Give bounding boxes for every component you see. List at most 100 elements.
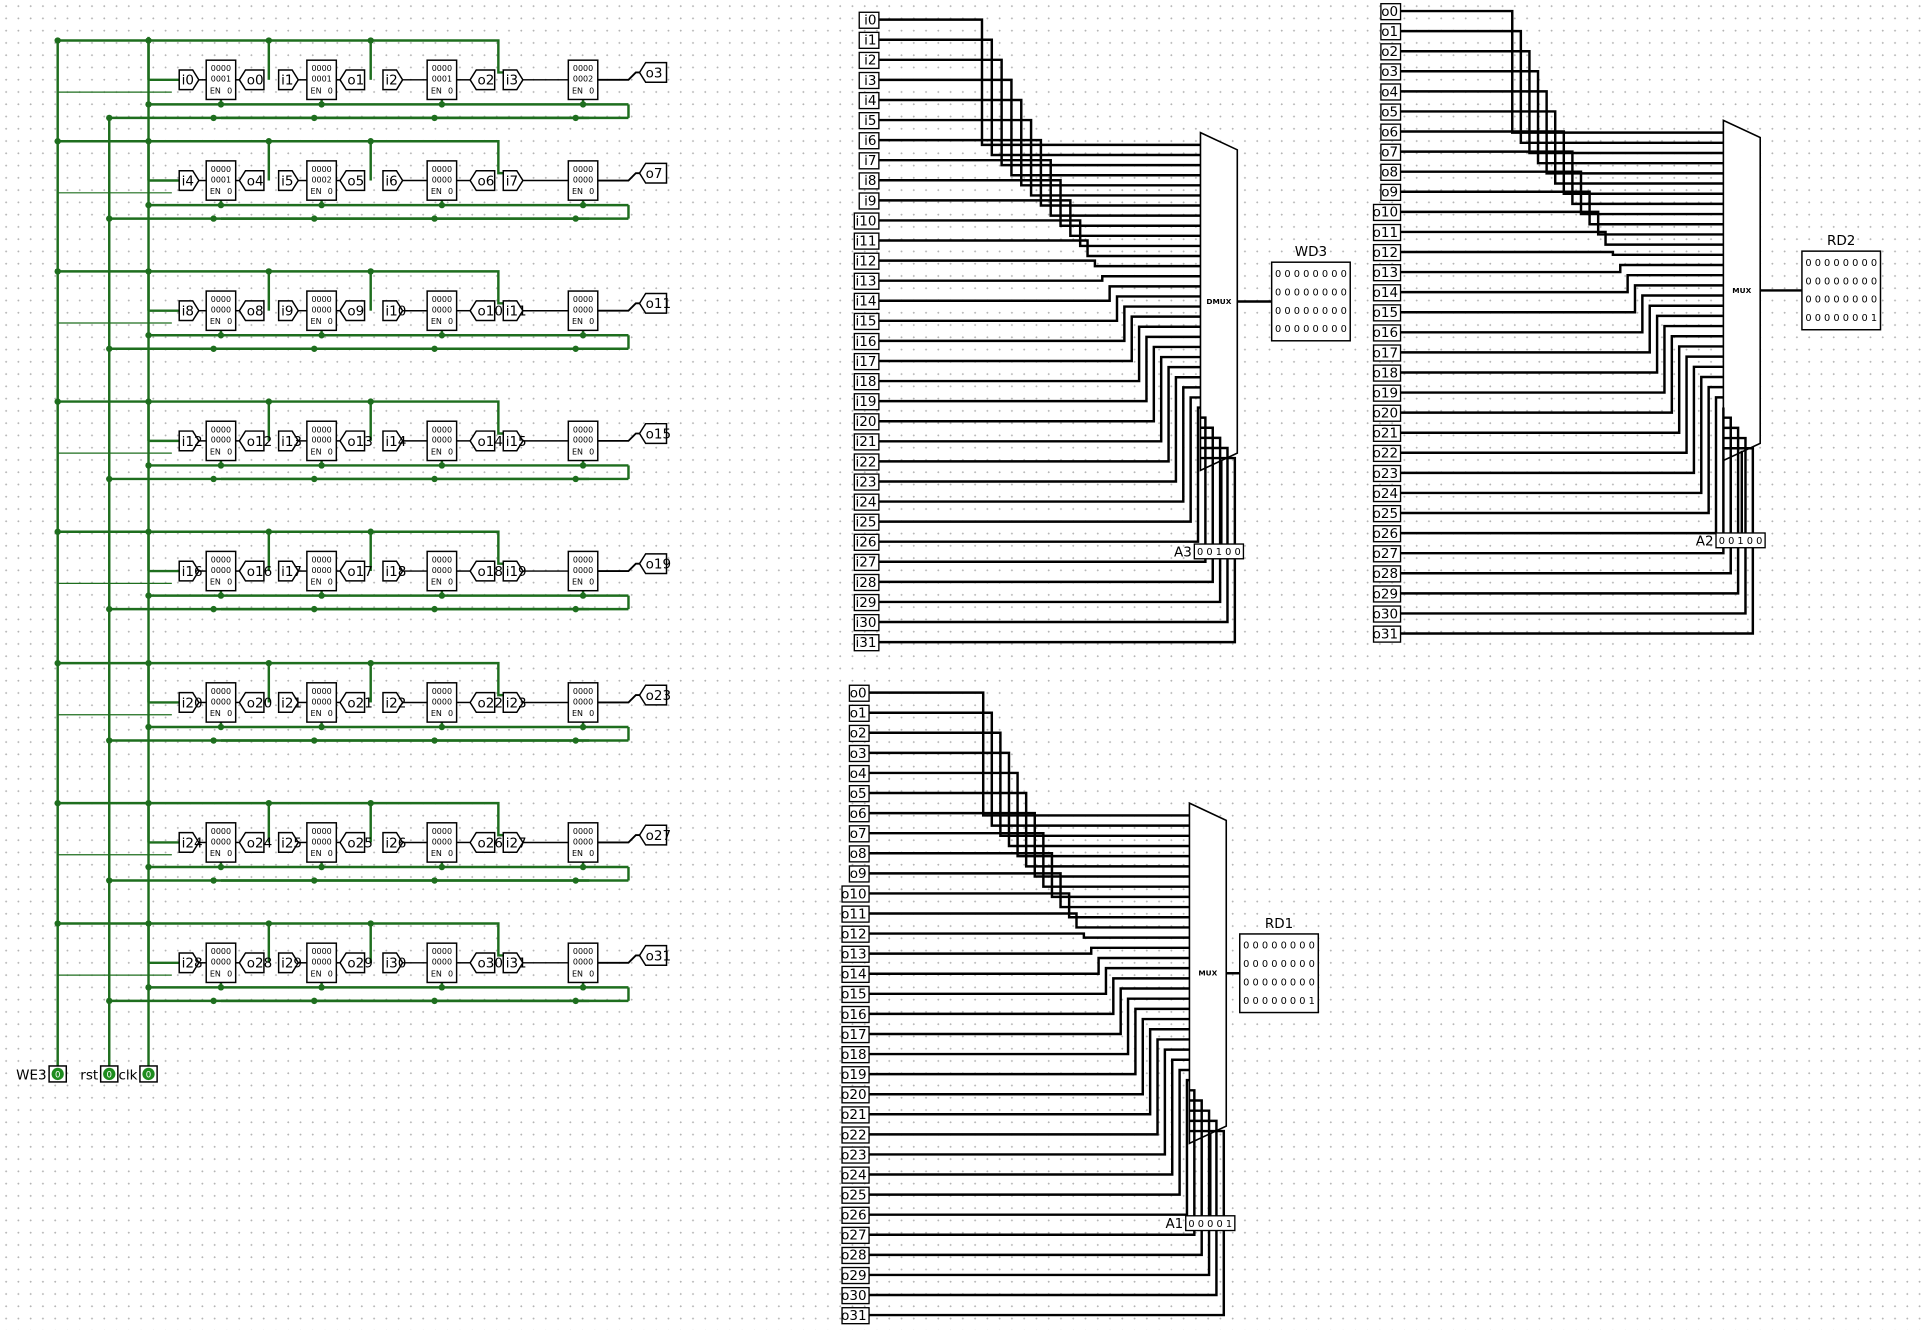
bus-pin[interactable]: o9 [1380, 183, 1402, 202]
bus-pin[interactable]: o27 [1373, 545, 1402, 563]
pin-box[interactable] [853, 553, 880, 572]
bus-pin[interactable]: o28 [841, 1246, 870, 1265]
pin-box[interactable] [1372, 304, 1402, 322]
pin-box[interactable] [858, 132, 880, 150]
bus-pin[interactable]: i13 [853, 272, 880, 290]
bus-pin[interactable]: o31 [841, 1307, 870, 1325]
pin-box[interactable] [853, 272, 880, 290]
pin-box[interactable] [848, 764, 870, 783]
pin-box[interactable] [858, 152, 880, 170]
input-tunnel-label[interactable]: i6 [385, 173, 397, 189]
pin-box[interactable] [1380, 43, 1402, 61]
bus-pin[interactable]: o3 [1380, 63, 1402, 81]
register-body[interactable] [567, 290, 599, 332]
pin-box[interactable] [1372, 464, 1402, 483]
bus-pin[interactable]: i22 [853, 453, 880, 471]
pin-box[interactable] [1372, 444, 1402, 463]
input-tunnel-label[interactable]: i14 [385, 434, 406, 450]
pin-box[interactable] [841, 985, 870, 1004]
input-tunnel-label[interactable]: i16 [182, 564, 203, 580]
pin-box[interactable] [841, 925, 870, 943]
pin-box[interactable] [858, 31, 880, 50]
register-body[interactable] [306, 550, 338, 592]
bus-pin[interactable]: o7 [848, 825, 870, 843]
pin-box[interactable] [848, 865, 870, 883]
pin-box[interactable] [841, 1066, 870, 1084]
pin-box[interactable] [1372, 324, 1402, 342]
bus-pin[interactable]: i24 [853, 493, 880, 511]
bus-pin[interactable]: o3 [848, 744, 870, 763]
bus-pin[interactable]: i6 [858, 132, 880, 150]
input-tunnel-label[interactable]: i11 [506, 304, 527, 320]
bus-pin[interactable]: i29 [853, 593, 880, 612]
register-body[interactable] [426, 160, 458, 201]
pin-box[interactable] [848, 805, 870, 823]
bus-pin[interactable]: o25 [1373, 504, 1402, 523]
bus-pin[interactable]: i16 [853, 332, 880, 351]
bus-pin[interactable]: o16 [841, 1005, 870, 1024]
pin-box[interactable] [848, 845, 870, 863]
pin-box[interactable] [853, 332, 880, 351]
bus-pin[interactable]: o18 [1373, 364, 1402, 382]
pin-box[interactable] [853, 533, 880, 551]
input-tunnel-label[interactable]: i21 [281, 695, 302, 711]
bus-pin[interactable]: o24 [1373, 484, 1402, 503]
pin-box[interactable] [1372, 344, 1402, 362]
pin-box[interactable] [1372, 404, 1402, 422]
bus-pin[interactable]: o30 [1373, 605, 1402, 623]
register-body[interactable] [205, 942, 237, 984]
input-tunnel-label[interactable]: i26 [385, 835, 406, 851]
select-box[interactable] [1185, 1215, 1236, 1232]
bus-pin[interactable]: o1 [1380, 23, 1402, 41]
bus-pin[interactable]: o4 [848, 764, 870, 783]
input-tunnel-label[interactable]: i17 [281, 564, 302, 580]
pin-box[interactable] [1372, 424, 1402, 442]
input-tunnel-label[interactable]: i10 [385, 304, 406, 320]
bus-pin[interactable]: o5 [1380, 103, 1402, 121]
select-box[interactable] [1193, 543, 1245, 560]
register-body[interactable] [567, 942, 599, 984]
input-tunnel-label[interactable]: i30 [385, 956, 406, 972]
bus-pin[interactable]: o26 [1373, 525, 1402, 543]
write-demux-select[interactable]: 0 0 1 0 0A3 [1174, 543, 1245, 560]
bus-pin[interactable]: o15 [1372, 304, 1402, 322]
pin-box[interactable] [848, 825, 870, 843]
bus-pin[interactable]: o22 [841, 1126, 870, 1144]
bus-pin[interactable]: o26 [841, 1206, 870, 1224]
bus-pin[interactable]: o23 [841, 1146, 870, 1164]
pin-box[interactable] [853, 634, 880, 652]
bus-pin[interactable]: i23 [853, 473, 880, 491]
input-tunnel-label[interactable]: i9 [281, 304, 293, 320]
register-body[interactable] [205, 59, 237, 101]
bus-pin[interactable]: o9 [848, 865, 870, 883]
bus-pin[interactable]: i9 [858, 192, 880, 210]
pin-box[interactable] [1372, 223, 1402, 242]
bus-pin[interactable]: i3 [858, 71, 880, 90]
bus-pin[interactable]: o12 [841, 925, 870, 943]
pin-box[interactable] [841, 945, 870, 963]
pin-box[interactable] [848, 724, 870, 743]
bus-pin[interactable]: o13 [1373, 264, 1402, 282]
input-tunnel-label[interactable]: i3 [506, 73, 518, 89]
input-tunnel-label[interactable]: i13 [281, 434, 302, 450]
pin-box[interactable] [1380, 3, 1402, 21]
pin-box[interactable] [1380, 23, 1402, 41]
bus-pin[interactable]: o25 [841, 1186, 870, 1204]
pin-box[interactable] [853, 433, 880, 451]
pin-box[interactable] [853, 373, 880, 391]
